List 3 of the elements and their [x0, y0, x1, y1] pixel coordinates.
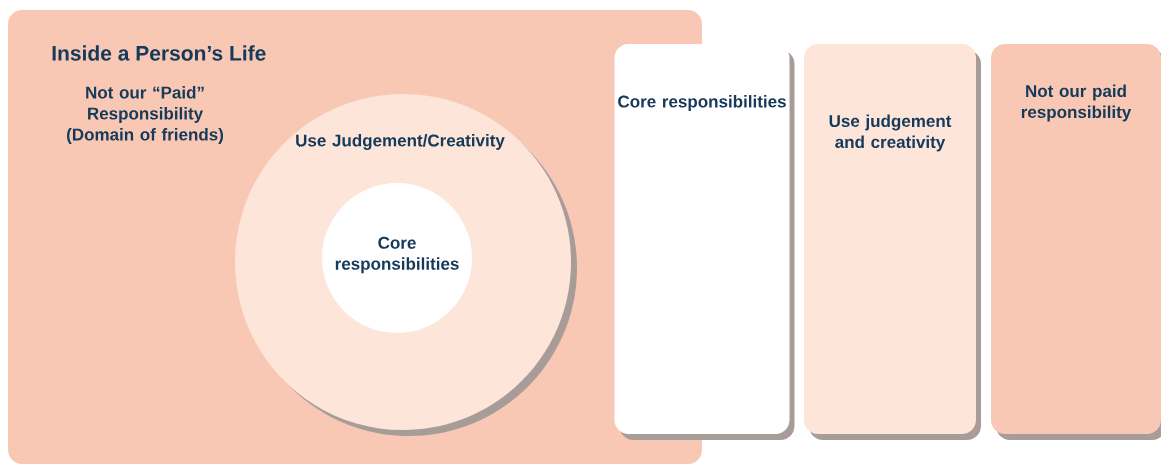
card: Not our paid responsibility [991, 44, 1161, 440]
card: Use judgement and creativity [804, 44, 981, 440]
card: Core responsibilities [614, 44, 795, 440]
